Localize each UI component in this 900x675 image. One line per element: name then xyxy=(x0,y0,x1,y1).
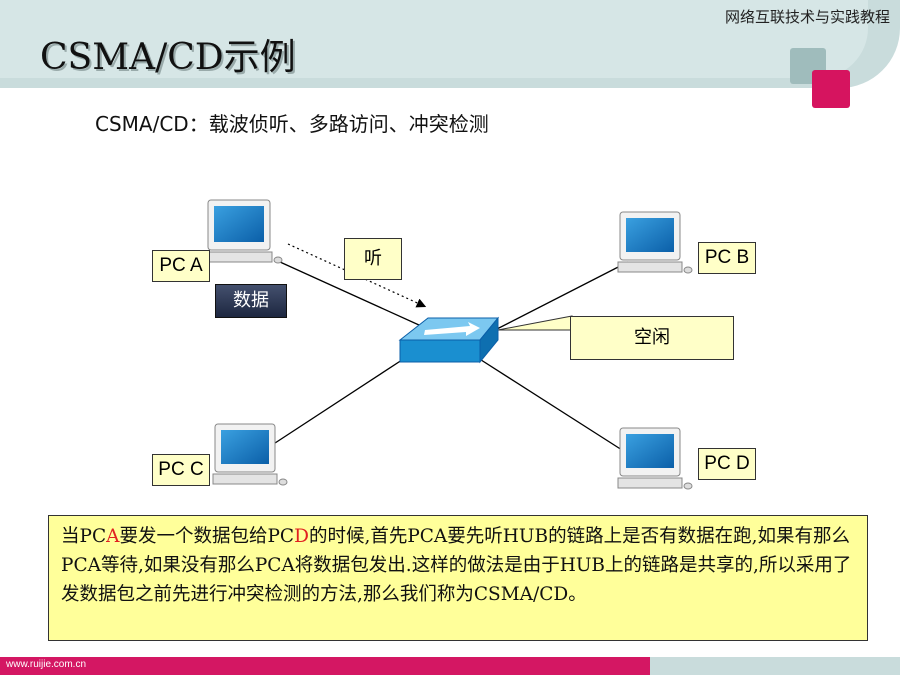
link-pc-c xyxy=(271,357,406,446)
link-pc-a xyxy=(279,261,431,331)
description-box: 当PCA要发一个数据包给PCD的时候,首先PCA要先听HUB的链路上是否有数据在… xyxy=(48,515,868,641)
computer-icon-pc-b xyxy=(617,211,693,274)
listen-label: 听 xyxy=(344,238,402,280)
decor-square-pink xyxy=(812,70,850,108)
hub-icon xyxy=(398,316,500,364)
subtitle: CSMA/CD：载波侦听、多路访问、冲突检测 xyxy=(95,112,489,136)
course-title: 网络互联技术与实践教程 xyxy=(724,8,890,26)
page-title: CSMA/CD示例 xyxy=(40,37,296,78)
computer-icon-pc-a xyxy=(205,199,283,264)
data-packet-label: 数据 xyxy=(215,284,287,318)
idle-label: 空闲 xyxy=(570,316,734,360)
pc-d-label: PC D xyxy=(698,448,756,480)
pc-a-label: PC A xyxy=(152,250,210,282)
header-inner xyxy=(0,0,868,78)
footer-bar-gray xyxy=(650,657,900,675)
description-text-2: 要发一个数据包给PC xyxy=(119,526,295,547)
pc-c-label: PC C xyxy=(152,454,210,486)
computer-icon-pc-d xyxy=(617,427,693,490)
computer-icon-pc-c xyxy=(212,423,288,486)
description-text-3: 的时候,首先PCA要先听HUB的链路上是否有数据在跑,如果有那么PCA等待,如果… xyxy=(61,526,852,605)
description-highlight-d: D xyxy=(294,526,309,547)
link-pc-d xyxy=(477,357,623,451)
footer-bar-pink xyxy=(0,657,650,675)
link-pc-b xyxy=(494,261,629,331)
description-text-1: 当PC xyxy=(61,526,107,547)
description-highlight-a: A xyxy=(106,526,120,547)
footer-url: www.ruijie.com.cn xyxy=(6,659,87,670)
pc-b-label: PC B xyxy=(698,242,756,274)
